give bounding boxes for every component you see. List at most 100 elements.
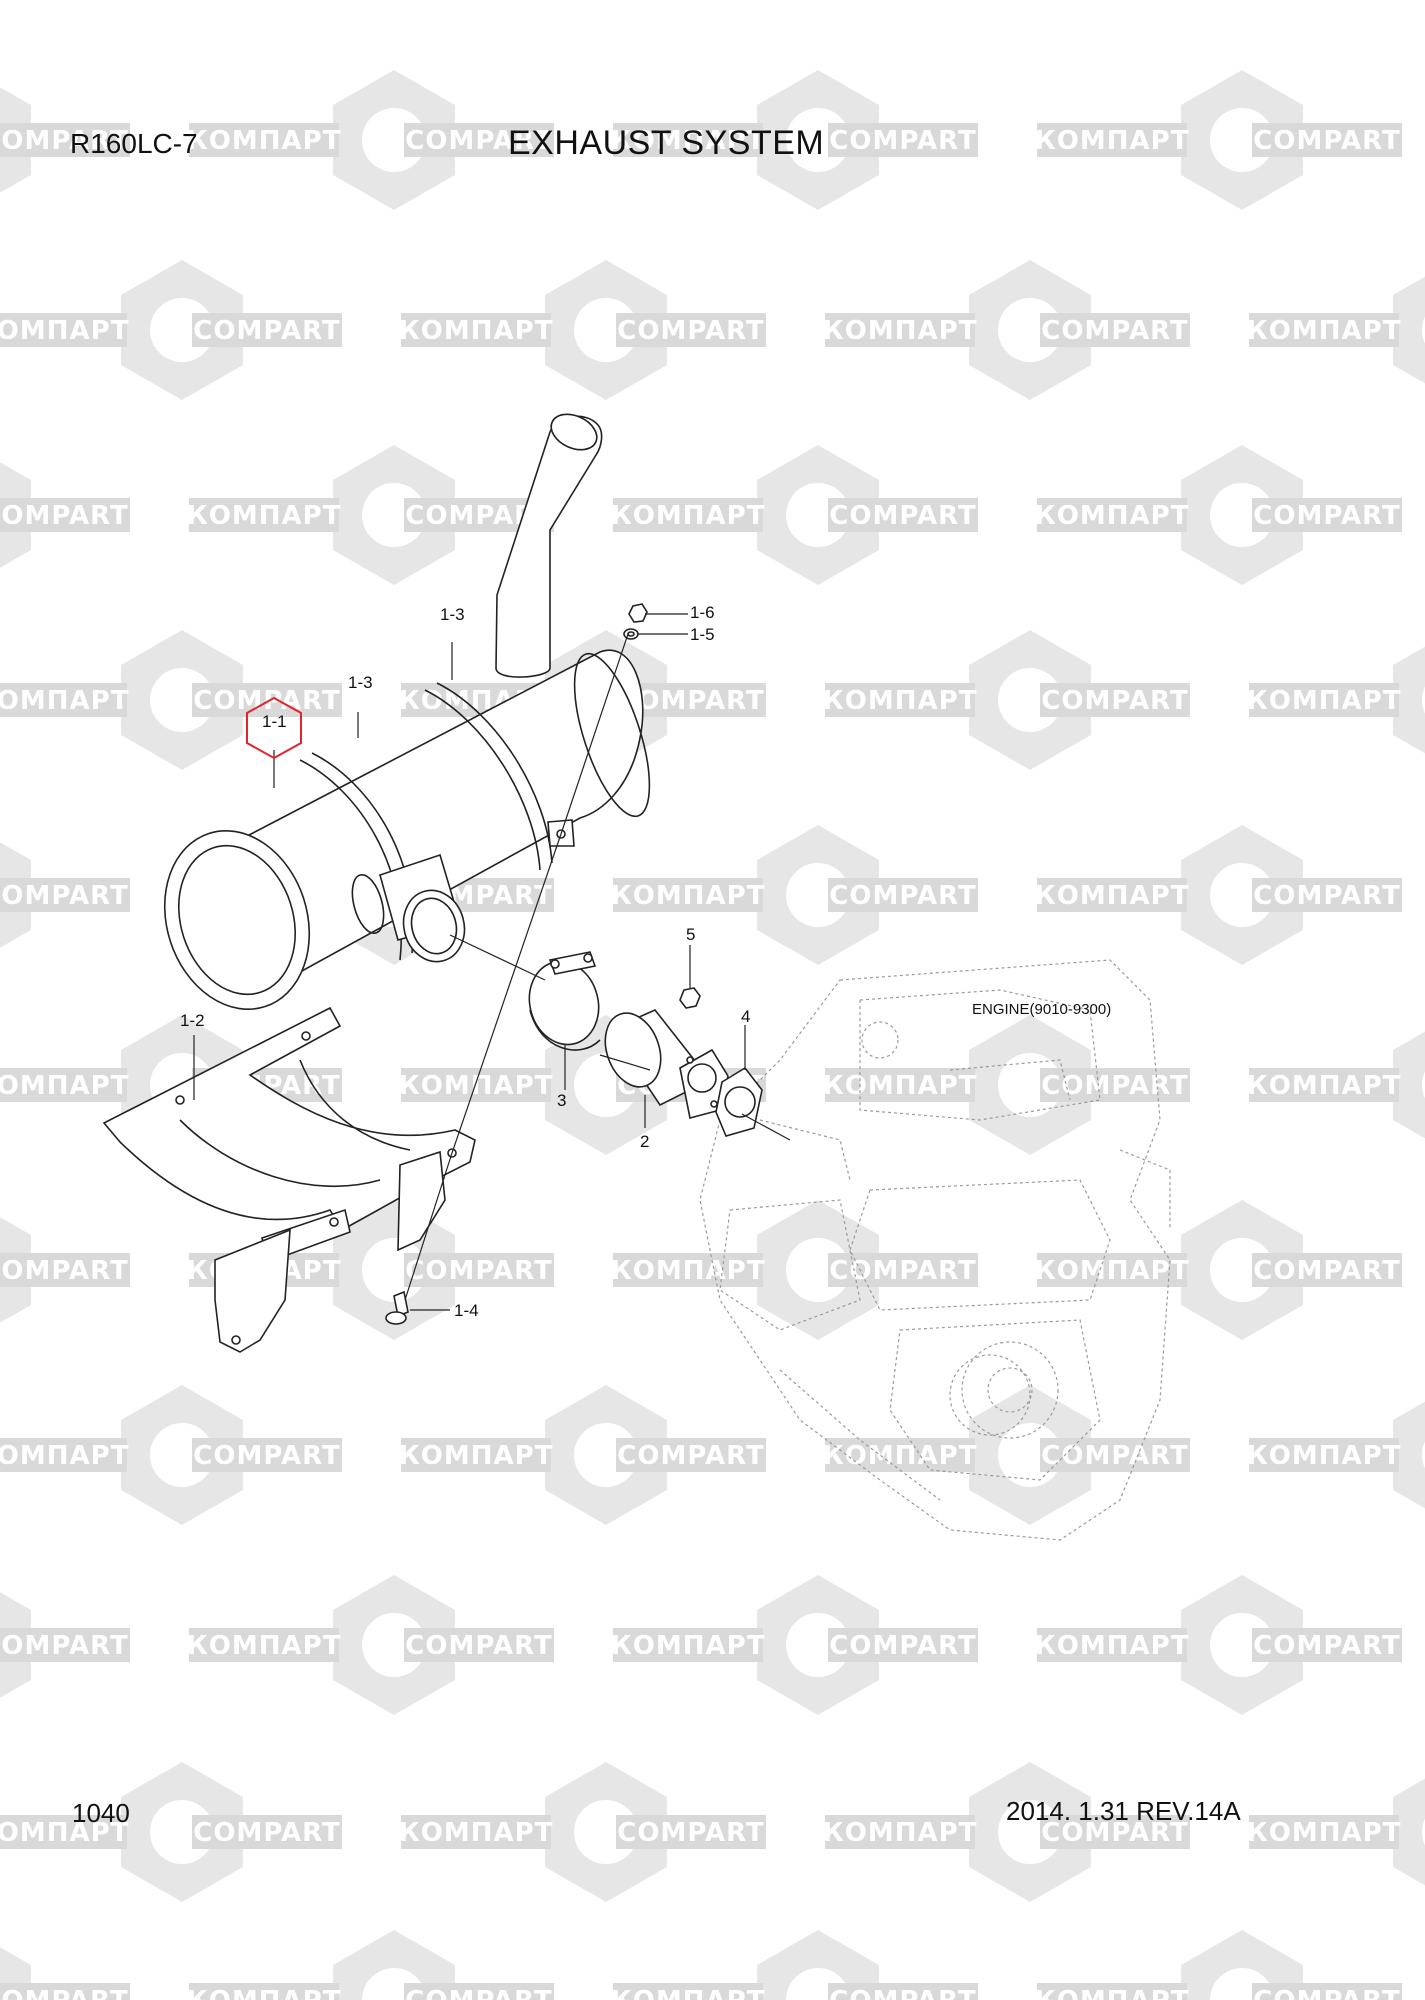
- watermark-bar: [1249, 683, 1399, 717]
- watermark-bar: [616, 313, 766, 347]
- watermark-text-latin: COMPART: [193, 686, 340, 716]
- watermark-bar: [189, 498, 339, 532]
- watermark-bar: [192, 683, 342, 717]
- watermark-bar: [189, 1628, 339, 1662]
- watermark-text-cyrillic: КОМПАРТ: [611, 1631, 766, 1661]
- watermark-text-latin: COMPART: [405, 1256, 552, 1286]
- watermark-hexagon: [1393, 1778, 1425, 1886]
- watermark-hexagon: [1393, 646, 1425, 754]
- watermark-bar: [1037, 123, 1187, 157]
- watermark-text-latin: COMPART: [0, 881, 129, 911]
- highlight-hexagon: [246, 696, 302, 760]
- watermark-hexagon: [1393, 276, 1425, 384]
- watermark-text-latin: COMPART: [1041, 686, 1188, 716]
- watermark-bar: [828, 123, 978, 157]
- page-title: EXHAUST SYSTEM: [508, 124, 825, 162]
- support-bracket: [102, 1006, 476, 1353]
- watermark-bar: [401, 1068, 551, 1102]
- watermark-text-cyrillic: КОМПАРТ: [0, 1441, 129, 1471]
- engine-outline: [699, 959, 1171, 1541]
- watermark-text-cyrillic: КОМПАРТ: [611, 1986, 766, 2000]
- watermark-bar: [1040, 1815, 1190, 1849]
- watermark-text-latin: COMPART: [829, 126, 976, 156]
- watermark-text-cyrillic: КОМПАРТ: [823, 1818, 978, 1848]
- watermark-bar: [825, 683, 975, 717]
- watermark-bar: [1252, 1983, 1402, 2000]
- watermark-bar: [1037, 1983, 1187, 2000]
- engine-label: ENGINE(9010-9300): [972, 1001, 1111, 1018]
- callout-5: 5: [686, 925, 695, 944]
- watermark-bar: [825, 313, 975, 347]
- watermark-bar: [404, 1253, 554, 1287]
- watermark-text-cyrillic: КОМПАРТ: [823, 1441, 978, 1471]
- watermark-text-cyrillic: КОМПАРТ: [611, 126, 766, 156]
- watermark-text-latin: COMPART: [0, 1256, 129, 1286]
- watermark-bar: [1252, 878, 1402, 912]
- watermark-bar: [0, 1628, 130, 1662]
- watermark-text-latin: COMPART: [1041, 1071, 1188, 1101]
- watermark-text-latin: COMPART: [1041, 1818, 1188, 1848]
- watermark-text-latin: COMPART: [0, 501, 129, 531]
- watermark-bar: [616, 1815, 766, 1849]
- watermark-text-latin: COMPART: [405, 1986, 552, 2000]
- watermark-bar: [0, 1253, 130, 1287]
- watermark-hexagon: [1393, 1031, 1425, 1139]
- watermark-bar: [0, 498, 130, 532]
- watermark-text-latin: COMPART: [829, 1256, 976, 1286]
- watermark-bar: [192, 1815, 342, 1849]
- watermark-text-cyrillic: КОМПАРТ: [187, 1986, 342, 2000]
- watermark-text-latin: COMPART: [1253, 501, 1400, 531]
- watermark-text-cyrillic: КОМПАРТ: [1035, 881, 1190, 911]
- watermark-bar: [401, 313, 551, 347]
- callout-1-4: 1-4: [454, 1301, 479, 1320]
- watermark-text-cyrillic: КОМПАРТ: [399, 316, 554, 346]
- watermark-bar: [1252, 123, 1402, 157]
- watermark-bar: [192, 313, 342, 347]
- callout-labels: 1-1 1-2 1-3 1-3 1-4 1-5 1-6 2 3 4 5 ENGI…: [180, 603, 1111, 1320]
- watermark-text-latin: COMPART: [1041, 1441, 1188, 1471]
- watermark-text-cyrillic: КОМПАРТ: [399, 1071, 554, 1101]
- watermark-ring: [1422, 686, 1425, 714]
- leader-lines: [193, 613, 791, 1311]
- watermark-ring: [1422, 1818, 1425, 1846]
- watermark-bar: [0, 683, 127, 717]
- watermark-text-cyrillic: КОМПАРТ: [823, 316, 978, 346]
- watermark-bar: [613, 1983, 763, 2000]
- watermark-text-cyrillic: КОМПАРТ: [0, 316, 129, 346]
- callout-1-2: 1-2: [180, 1011, 205, 1030]
- watermark-bar: [828, 878, 978, 912]
- watermark-hexagon: [1393, 1401, 1425, 1509]
- watermark-bar: [1037, 1628, 1187, 1662]
- watermark-bar: [0, 123, 130, 157]
- watermark-text-cyrillic: КОМПАРТ: [823, 1071, 978, 1101]
- watermark-text-latin: COMPART: [1253, 1256, 1400, 1286]
- watermark-bar: [1249, 1068, 1399, 1102]
- watermark-bar: [0, 1068, 127, 1102]
- watermark-text-cyrillic: КОМПАРТ: [0, 686, 129, 716]
- watermark-bar: [828, 1628, 978, 1662]
- watermark-text-latin: COMPART: [617, 1818, 764, 1848]
- watermark-text-latin: COMPART: [617, 1441, 764, 1471]
- watermark-bar: [825, 1068, 975, 1102]
- watermark-text-cyrillic: КОМПАРТ: [1247, 1071, 1402, 1101]
- watermark-bar: [825, 1815, 975, 1849]
- watermark-text-latin: COMPART: [193, 316, 340, 346]
- model-number: R160LC-7: [70, 128, 198, 159]
- callout-1-3-front: 1-3: [348, 673, 373, 692]
- watermark-bar: [0, 313, 127, 347]
- watermark-text-cyrillic: КОМПАРТ: [1035, 1986, 1190, 2000]
- watermark-text-cyrillic: КОМПАРТ: [187, 1631, 342, 1661]
- callout-4: 4: [741, 1007, 750, 1026]
- watermark-bar: [1037, 878, 1187, 912]
- watermark-bar: [1249, 313, 1399, 347]
- watermark-bar: [825, 1438, 975, 1472]
- watermark-bar: [613, 878, 763, 912]
- callout-1-3-rear: 1-3: [440, 605, 465, 624]
- watermark-bar: [404, 123, 554, 157]
- watermark-bar: [401, 1438, 551, 1472]
- watermark-text-latin: COMPART: [1253, 1986, 1400, 2000]
- watermark-bar: [613, 123, 763, 157]
- watermark-text-cyrillic: КОМПАРТ: [399, 1441, 554, 1471]
